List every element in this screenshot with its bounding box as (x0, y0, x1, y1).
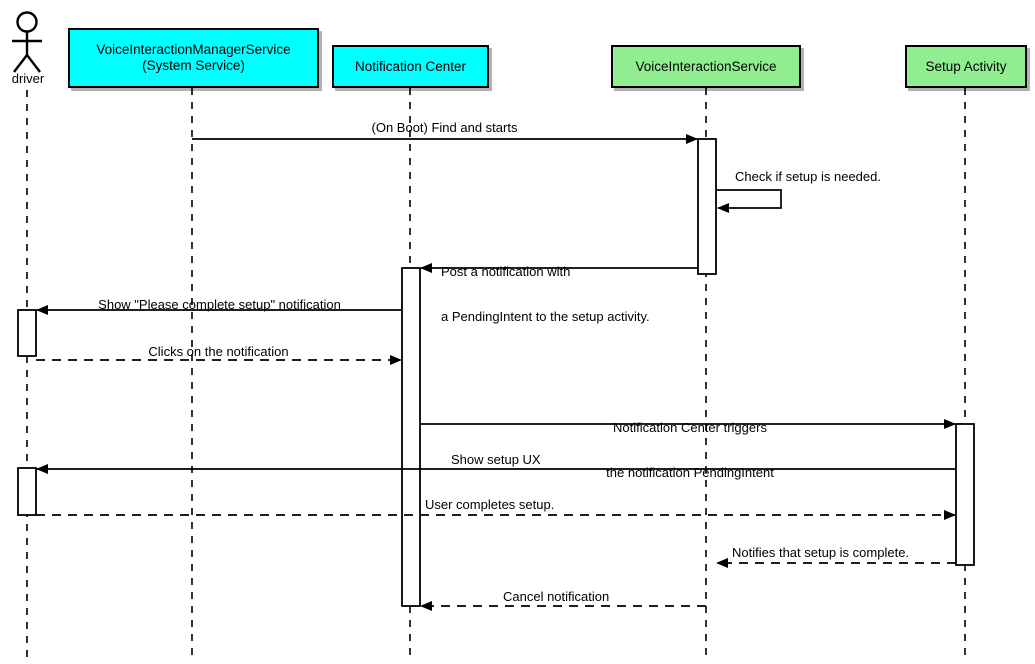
message-label-5: Clicks on the notification (148, 344, 289, 359)
message-label-10: Cancel notification (503, 589, 610, 604)
message-label-1: (On Boot) Find and starts (371, 120, 518, 135)
participant-label-vims-line1: VoiceInteractionManagerService (96, 42, 291, 57)
message-label-3-line2: a PendingIntent to the setup activity. (441, 309, 650, 324)
participant-header-vims[interactable]: VoiceInteractionManagerService (System S… (68, 28, 319, 88)
participant-label-voice-interaction-service: VoiceInteractionService (635, 58, 777, 74)
activation-driver-2 (17, 467, 37, 516)
participant-header-voice-interaction-service[interactable]: VoiceInteractionService (611, 45, 801, 88)
participant-header-notification-center[interactable]: Notification Center (332, 45, 489, 88)
participant-label-notification-center: Notification Center (354, 58, 467, 74)
participant-label-driver: driver (11, 71, 45, 86)
message-label-9: Notifies that setup is complete. (732, 545, 910, 560)
participant-header-setup-activity[interactable]: Setup Activity (905, 45, 1027, 88)
message-label-6-line2: the notification PendingIntent (606, 465, 774, 480)
actor-driver-figure (12, 11, 42, 73)
activation-bars (17, 138, 975, 607)
message-label-4: Show "Please complete setup" notificatio… (98, 297, 341, 312)
message-arrow-2-self (716, 189, 782, 213)
message-label-6: Notification Center triggers the notific… (425, 390, 955, 510)
message-label-8: User completes setup. (425, 497, 555, 512)
message-label-7: Show setup UX (451, 452, 541, 467)
message-label-3-line1: Post a notification with (441, 264, 571, 279)
message-label-2: Check if setup is needed. (735, 169, 881, 184)
participant-label-setup-activity: Setup Activity (925, 58, 1007, 74)
message-label-6-line1: Notification Center triggers (613, 420, 767, 435)
activation-driver-1 (17, 309, 37, 357)
message-label-3: Post a notification with a PendingIntent… (441, 234, 650, 354)
activation-notif (401, 267, 421, 607)
activation-setup (955, 423, 975, 566)
activation-vis (697, 138, 717, 275)
participant-label-vims-line2: (System Service) (142, 58, 245, 73)
